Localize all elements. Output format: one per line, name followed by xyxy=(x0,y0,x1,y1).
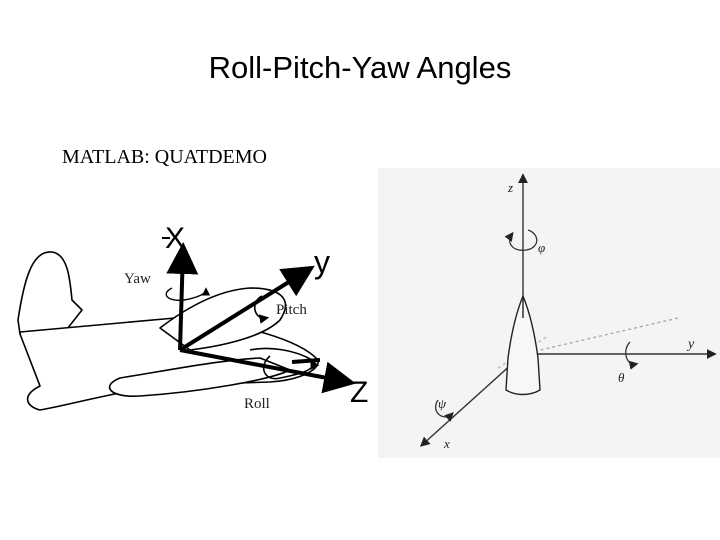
z-axis-label: Z xyxy=(350,376,368,409)
x-axis-label: x xyxy=(443,436,450,451)
airplane-diagram: X y Z Yaw Pitch Roll xyxy=(17,222,368,412)
z-axis-label: z xyxy=(507,180,513,195)
y-axis-label: y xyxy=(686,337,695,352)
theta-rotation-arrow xyxy=(625,341,639,370)
rotation-axes-diagram: z y x φ θ ψ xyxy=(378,168,720,458)
x-axis-label: X xyxy=(165,222,185,255)
x-axis-line xyxy=(419,353,524,447)
phi-label: φ xyxy=(538,240,545,255)
pitch-label: Pitch xyxy=(276,302,307,318)
pitch-rotation-arrow xyxy=(254,295,270,324)
phi-rotation-arrow xyxy=(504,229,538,251)
scan-background xyxy=(378,168,720,458)
y-axis-arrow xyxy=(178,265,315,352)
roll-label: Roll xyxy=(244,396,270,412)
yaw-label: Yaw xyxy=(124,271,151,287)
body-shape xyxy=(505,294,541,396)
psi-label: ψ xyxy=(438,396,447,411)
psi-rotation-arrow xyxy=(435,399,454,422)
slide-subtitle: MATLAB: QUATDEMO xyxy=(62,146,267,168)
roll-bar xyxy=(291,358,321,364)
theta-label: θ xyxy=(618,370,625,385)
slide-title: Roll-Pitch-Yaw Angles xyxy=(208,50,512,85)
ref-line-2 xyxy=(497,335,549,369)
y-axis-label: y xyxy=(314,244,330,280)
ref-line-1 xyxy=(522,317,679,355)
roll-rotation-arrow xyxy=(262,355,320,380)
yaw-rotation-arrow xyxy=(165,287,211,302)
airplane-outline xyxy=(17,251,319,411)
